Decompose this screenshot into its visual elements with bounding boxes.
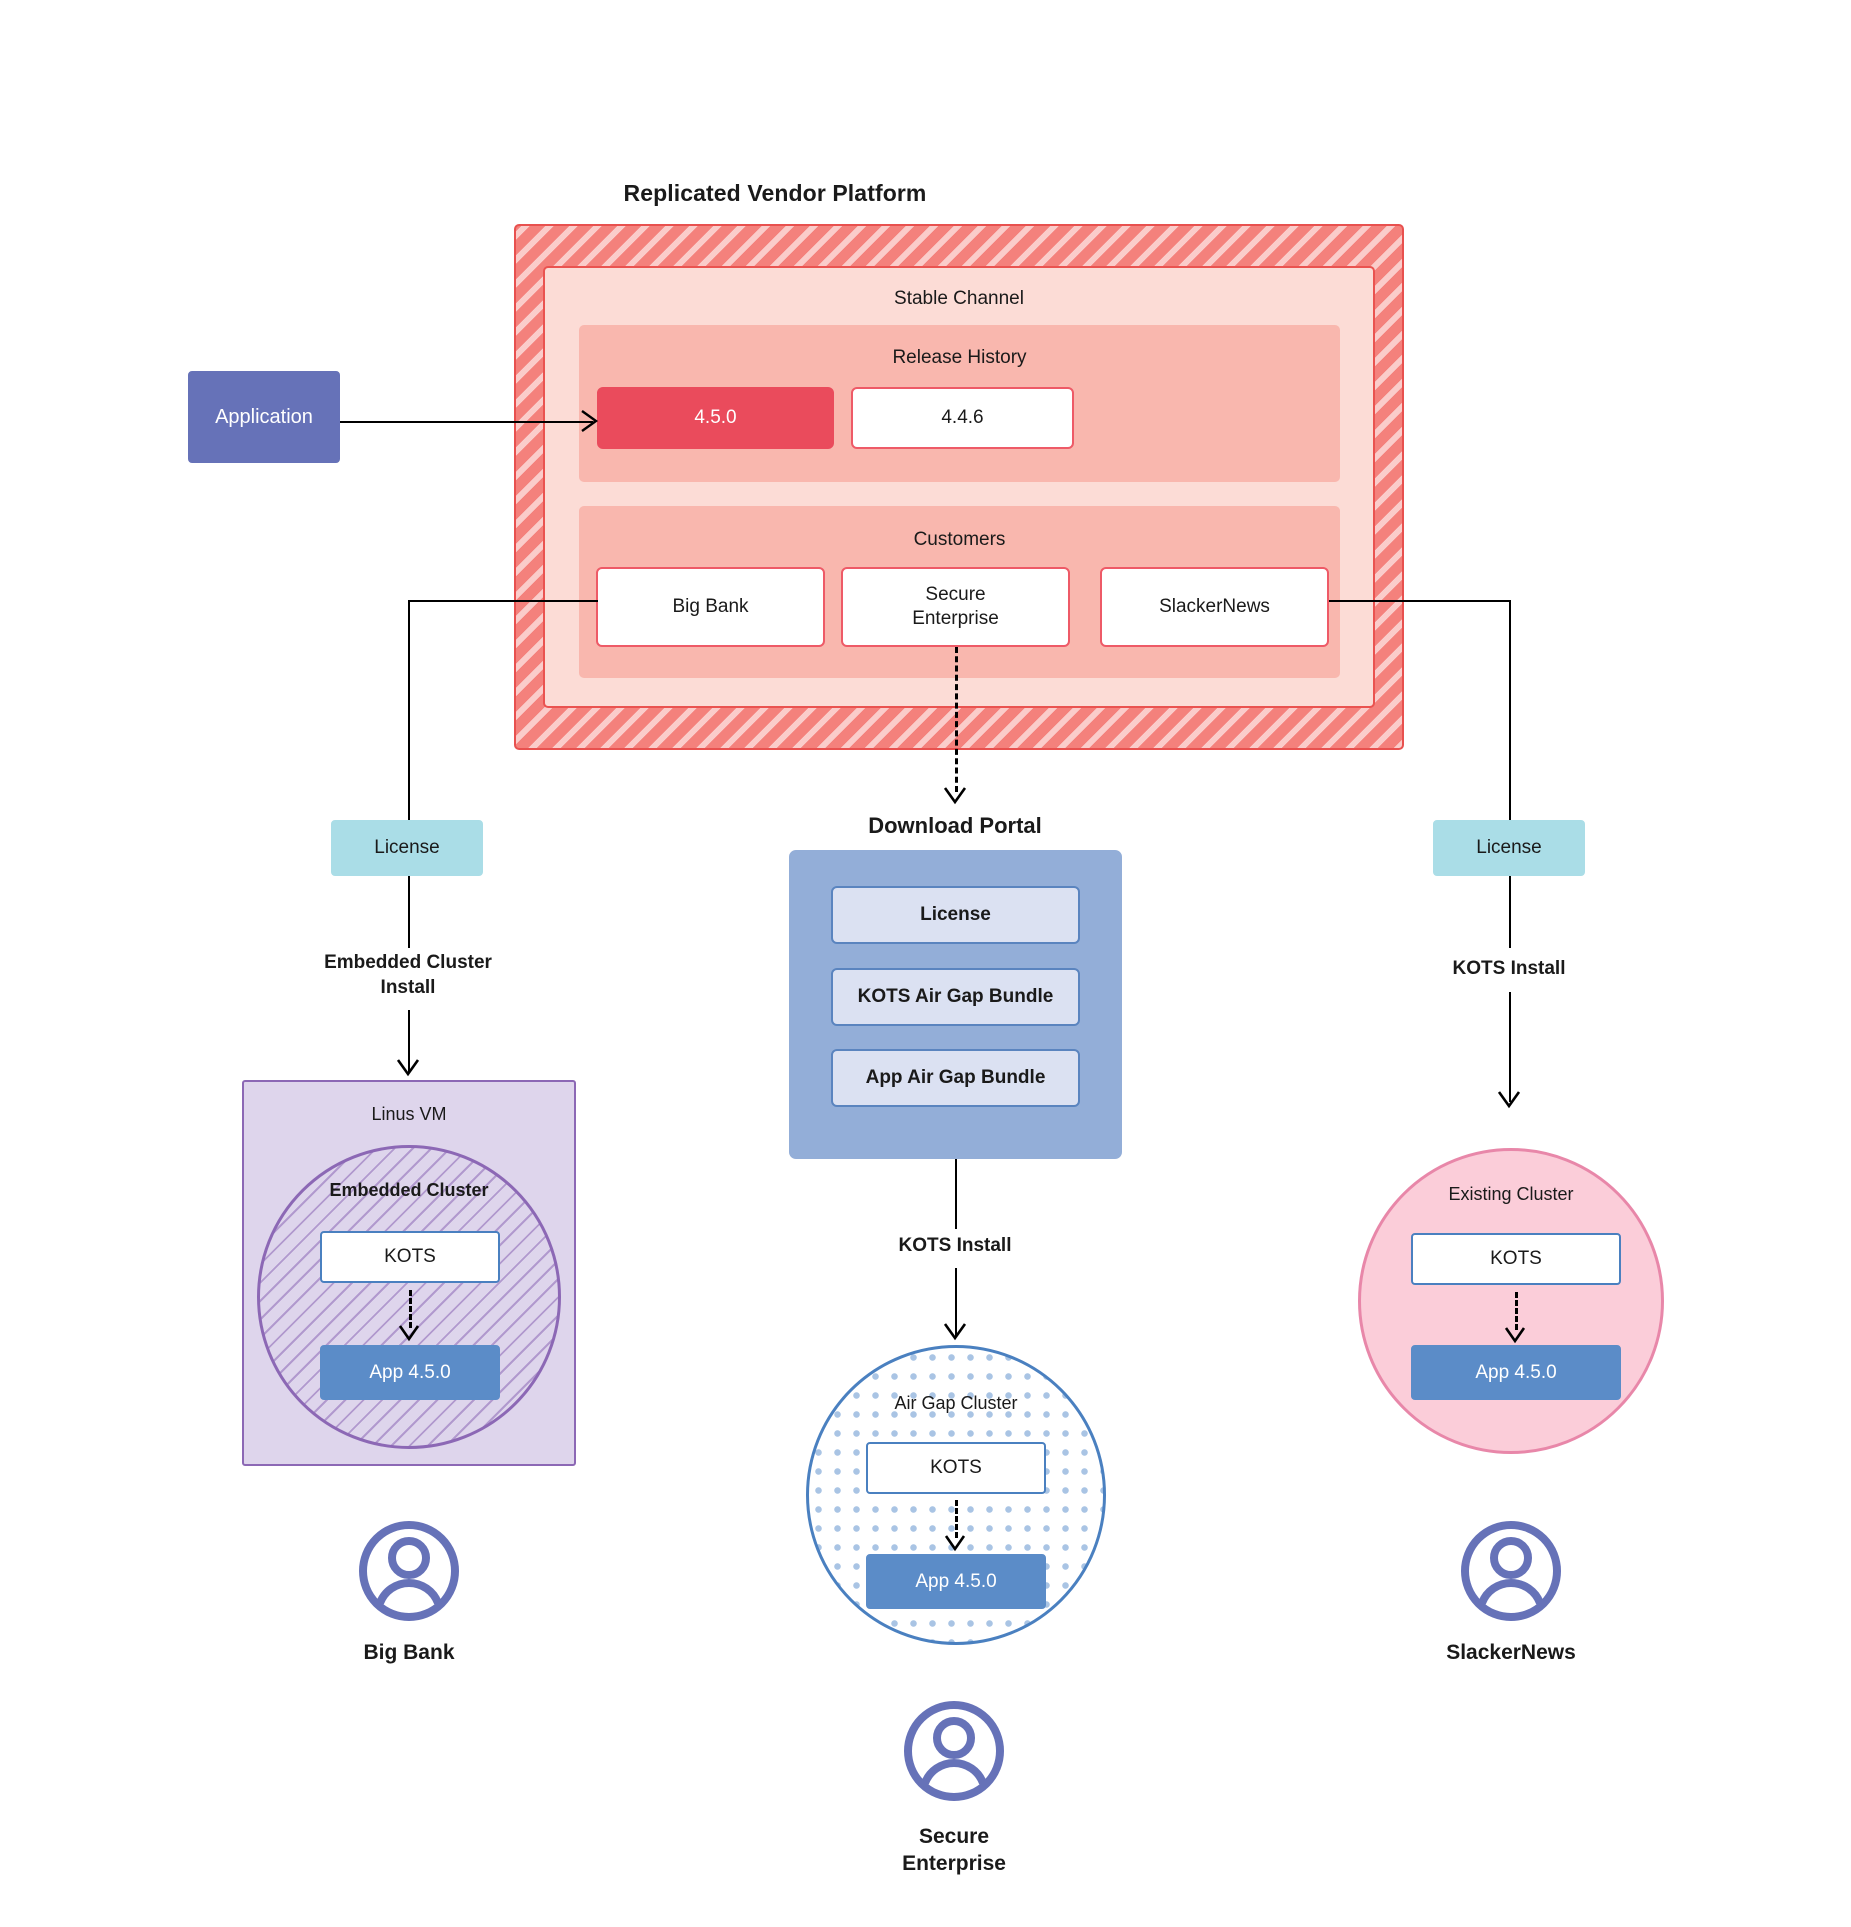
connector-kots-to-app-airgap [955, 1500, 958, 1538]
connector-application-to-release [340, 421, 593, 423]
portal-item-kots-airgap-bundle[interactable]: KOTS Air Gap Bundle [831, 968, 1080, 1026]
user-avatar-icon-big-bank [359, 1521, 459, 1621]
stable-channel-title: Stable Channel [894, 288, 1024, 309]
app-version-box-airgap[interactable]: App 4.5.0 [866, 1554, 1046, 1609]
application-node[interactable]: Application [188, 371, 340, 463]
existing-cluster-circle [1358, 1148, 1664, 1454]
connector-slackernews-vertical-mid [1509, 876, 1511, 948]
connector-slackernews-vertical-top [1509, 600, 1511, 840]
user-avatar-icon-secure-enterprise [904, 1701, 1004, 1801]
license-chip-right[interactable]: License [1433, 820, 1585, 876]
kots-box-embedded[interactable]: KOTS [320, 1231, 500, 1283]
connector-bigbank-vertical-bottom [408, 1010, 410, 1072]
air-gap-cluster-label: Air Gap Cluster [894, 1392, 1018, 1413]
connector-secure-enterprise-dashed [955, 647, 958, 792]
app-version-box-existing[interactable]: App 4.5.0 [1411, 1345, 1621, 1400]
connector-slackernews-vertical-bottom [1509, 992, 1511, 1102]
existing-cluster-label: Existing Cluster [1448, 1183, 1574, 1204]
arrowhead-to-existing-cluster [1497, 1091, 1521, 1109]
connector-kots-to-app-embedded [409, 1290, 412, 1328]
arrowhead-to-airgap-cluster [943, 1323, 967, 1341]
kots-box-airgap[interactable]: KOTS [866, 1442, 1046, 1494]
connector-slackernews-horizontal [1329, 600, 1511, 602]
arrowhead-kots-to-app-existing [1504, 1327, 1526, 1344]
customers-title: Customers [913, 529, 1006, 550]
license-chip-left[interactable]: License [331, 820, 483, 876]
connector-portal-vertical-top [955, 1159, 957, 1229]
linus-vm-label: Linus VM [371, 1103, 447, 1124]
app-version-box-embedded[interactable]: App 4.5.0 [320, 1345, 500, 1400]
kots-box-existing[interactable]: KOTS [1411, 1233, 1621, 1285]
install-label-center-kots: KOTS Install [898, 1235, 1012, 1256]
install-label-right-kots: KOTS Install [1452, 958, 1566, 979]
release-item-previous[interactable]: 4.4.6 [851, 387, 1074, 449]
portal-item-app-airgap-bundle[interactable]: App Air Gap Bundle [831, 1049, 1080, 1107]
arrowhead-kots-to-app-embedded [398, 1325, 420, 1342]
connector-bigbank-vertical-mid [408, 876, 410, 948]
customer-box-slackernews[interactable]: SlackerNews [1100, 567, 1329, 647]
connector-portal-vertical-bottom [955, 1268, 957, 1336]
air-gap-cluster-circle [806, 1345, 1106, 1645]
page-title: Replicated Vendor Platform [623, 179, 927, 206]
release-item-current[interactable]: 4.5.0 [597, 387, 834, 449]
end-user-label-slackernews: SlackerNews [1446, 1641, 1576, 1665]
embedded-cluster-label: Embedded Cluster [329, 1179, 489, 1200]
end-user-label-big-bank: Big Bank [363, 1641, 455, 1665]
download-portal-title: Download Portal [868, 813, 1042, 838]
arrowhead-to-download-portal [943, 787, 967, 805]
customer-box-big-bank[interactable]: Big Bank [596, 567, 825, 647]
arrowhead-to-linus-vm [396, 1059, 420, 1077]
user-avatar-icon-slackernews [1461, 1521, 1561, 1621]
arrowhead-application-to-release [581, 410, 599, 432]
connector-bigbank-horizontal [408, 600, 598, 602]
arrowhead-kots-to-app-airgap [944, 1535, 966, 1552]
release-history-title: Release History [892, 347, 1027, 368]
portal-item-license[interactable]: License [831, 886, 1080, 944]
connector-kots-to-app-existing [1515, 1292, 1518, 1330]
connector-bigbank-vertical-top [408, 600, 410, 840]
